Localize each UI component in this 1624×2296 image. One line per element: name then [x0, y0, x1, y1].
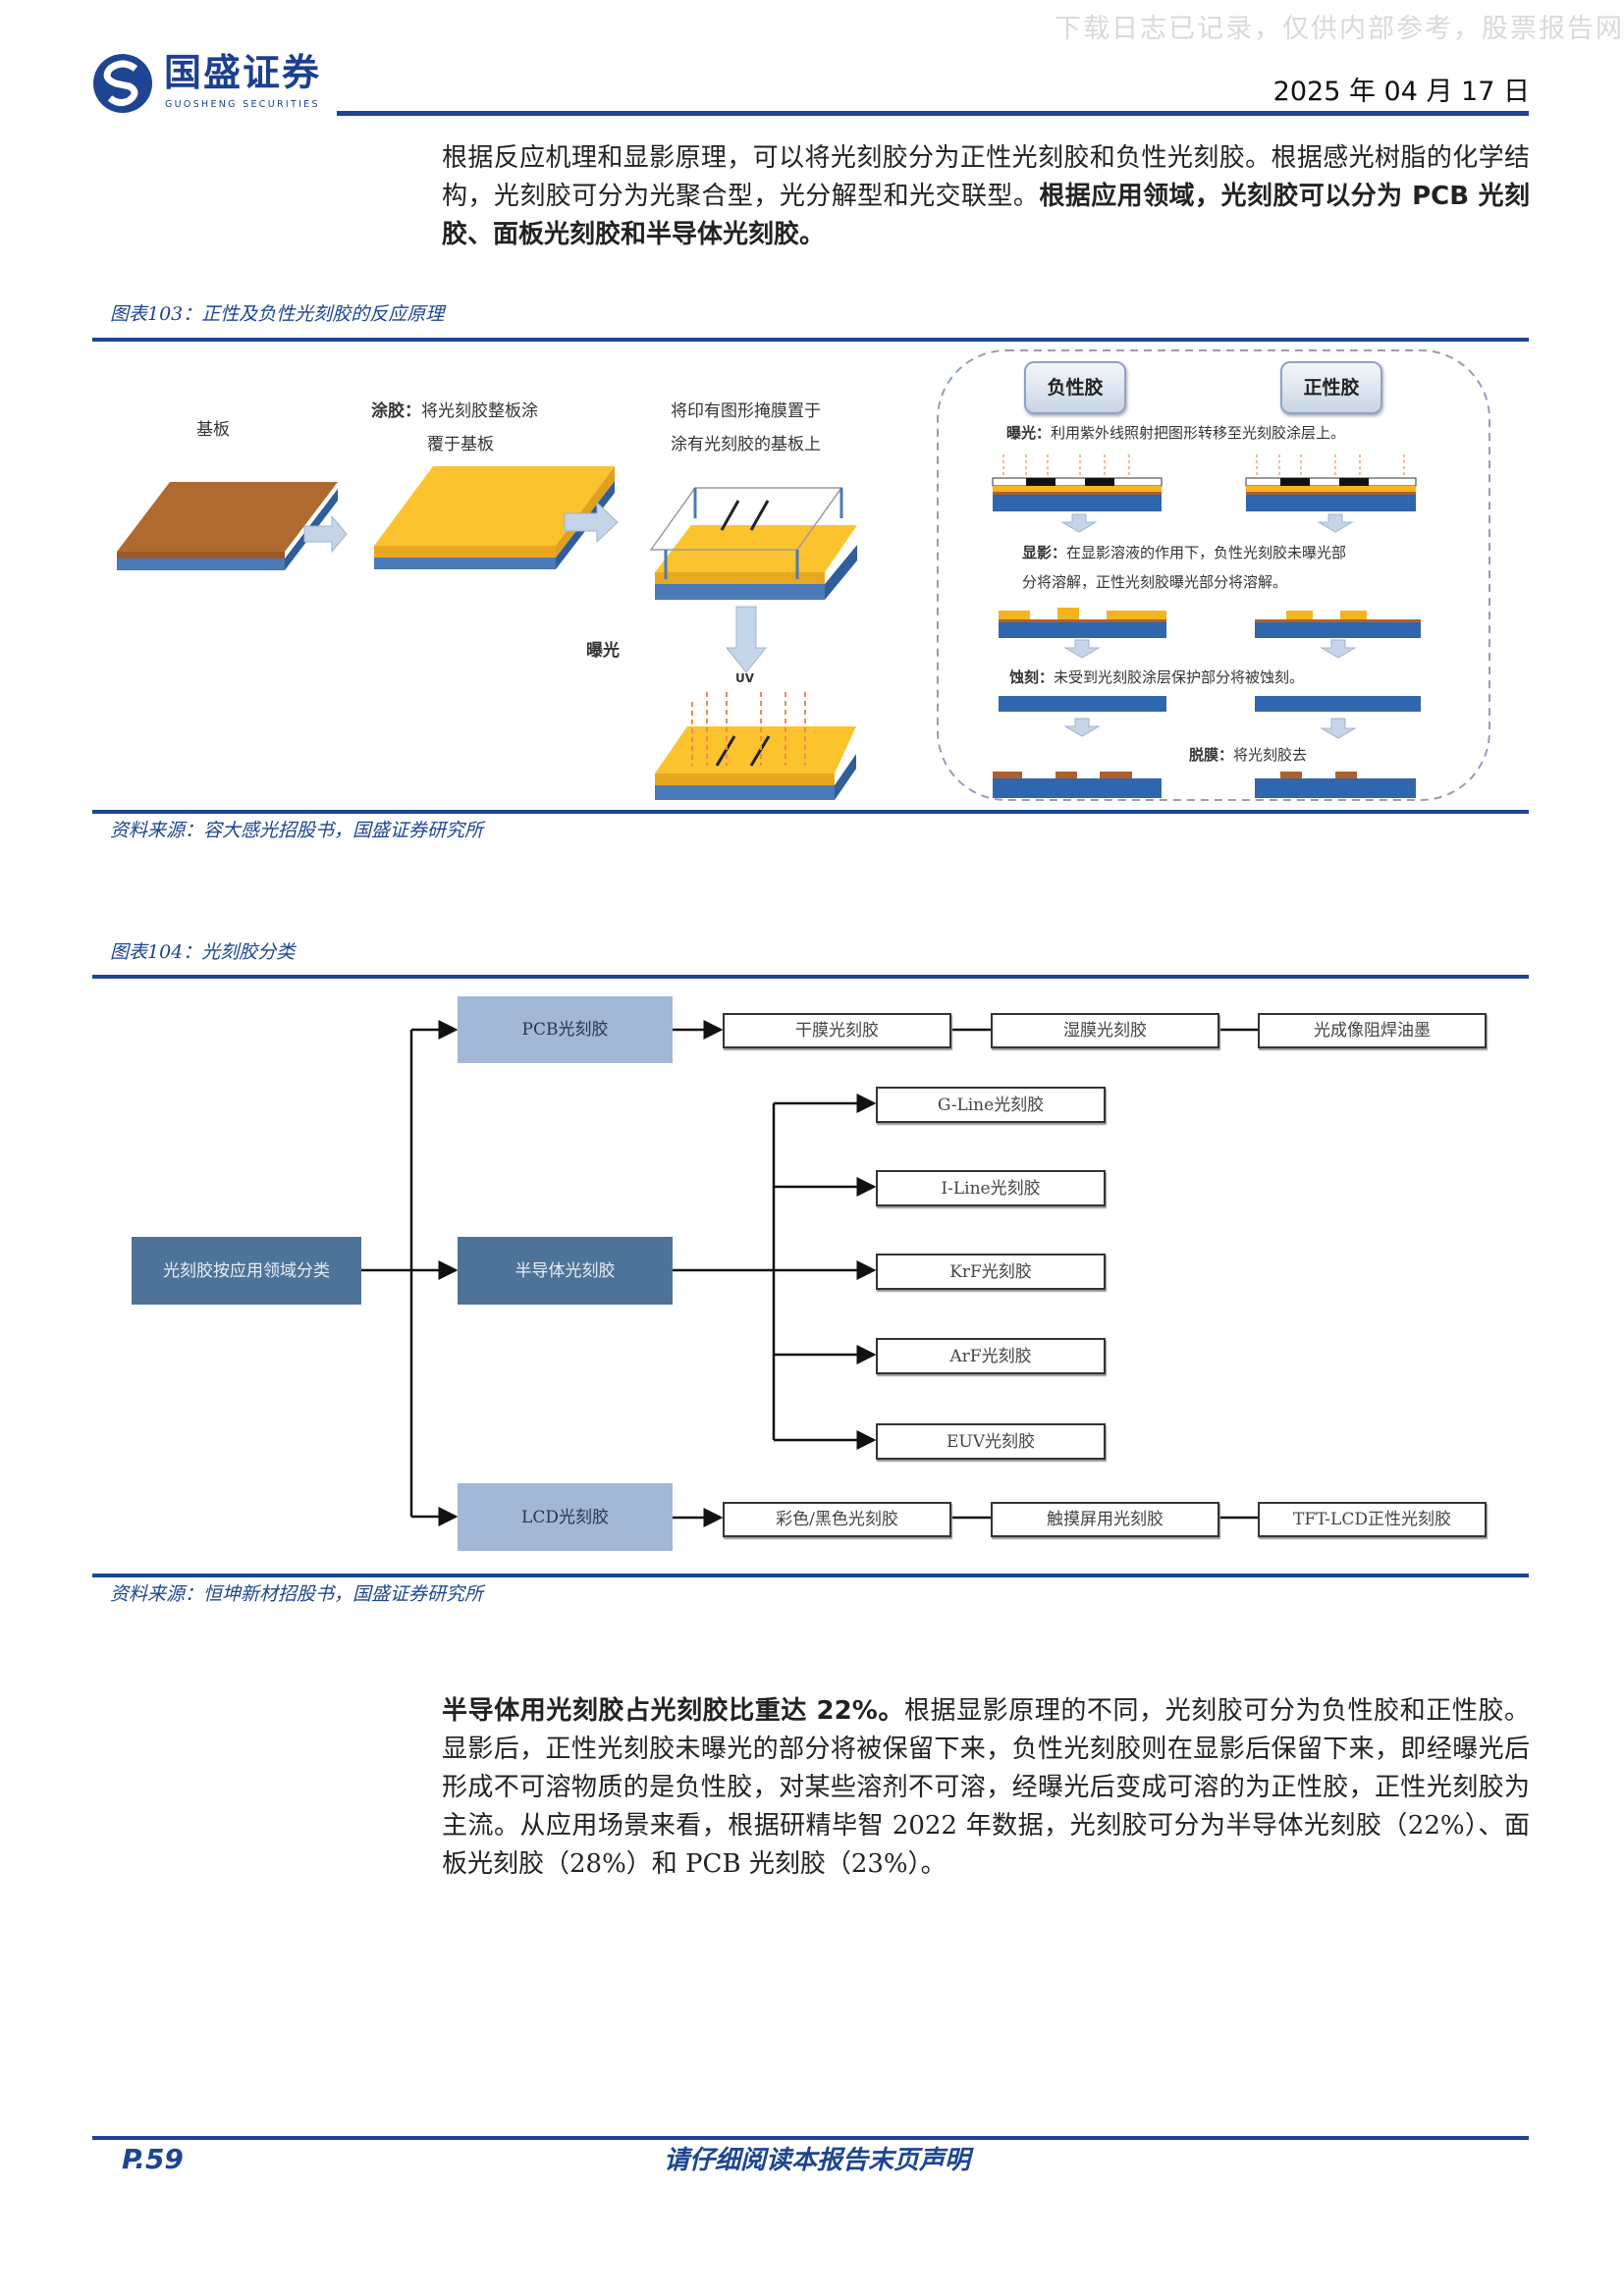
share-text: 根据显影原理的不同，光刻胶可分为负性胶和正性胶。显影后，正性光刻胶未曝光的部分将… [442, 1696, 1530, 1879]
etch-step-bold: 蚀刻： [1009, 668, 1055, 686]
layer-stack-etch [999, 696, 1421, 712]
strip-step: 脱膜：将光刻胶去 [1189, 746, 1307, 765]
coating-text1: 将光刻胶整板涂 [421, 401, 538, 421]
figure104-bottom-rule [92, 1574, 1529, 1577]
exposure-step: 曝光：利用紫外线照射把图形转移至光刻胶涂层上。 [1006, 424, 1345, 443]
lcd-child-box: 触摸屏用光刻胶 [991, 1502, 1219, 1537]
report-date: 2025 年 04 月 17 日 [1272, 77, 1530, 107]
arrow-right-icon [564, 501, 619, 544]
develop-step-bold: 显影： [1022, 544, 1067, 561]
figure104-top-rule [92, 975, 1529, 979]
exposed-board-icon [655, 692, 856, 800]
share-paragraph: 半导体用光刻胶占光刻胶比重达 22%。根据显影原理的不同，光刻胶可分为负性胶和正… [442, 1692, 1530, 1884]
layer-stack-develop [999, 608, 1421, 638]
mask-text1: 将印有图形掩膜置于 [671, 401, 821, 421]
root-category-box: 光刻胶按应用领域分类 [132, 1237, 361, 1305]
etch-step: 蚀刻：未受到光刻胶涂层保护部分将被蚀刻。 [1009, 668, 1304, 687]
exposure-step-bold: 曝光： [1006, 424, 1052, 442]
strip-step-text: 将光刻胶去 [1233, 746, 1308, 764]
exposure-step-text: 利用紫外线照射把图形转移至光刻胶涂层上。 [1051, 424, 1346, 442]
uv-label: UV [735, 671, 755, 685]
figure104-source: 资料来源：恒坤新材招股书，国盛证券研究所 [110, 1583, 484, 1605]
logo-text-en: GUOSHENG SECURITIES [165, 99, 320, 110]
intro-bold: 根据应用领域，光刻胶可以分为 PCB 光刻胶、面板光刻胶和半导体光刻胶。 [442, 182, 1530, 249]
page-number: P.59 [122, 2143, 184, 2175]
pcb-resist-box: PCB光刻胶 [458, 996, 673, 1063]
pcb-child-box: 光成像阻焊油墨 [1258, 1013, 1487, 1048]
etch-step-text: 未受到光刻胶涂层保护部分将被蚀刻。 [1054, 668, 1305, 686]
figure103-bottom-rule [92, 810, 1529, 814]
layer-stack-strip [993, 772, 1416, 798]
figure103-top-rule [92, 338, 1529, 342]
semi-child-box: EUV光刻胶 [876, 1423, 1106, 1460]
process-panel [937, 349, 1490, 801]
intro-text: 根据反应机理和显影原理，可以将光刻胶分为正性光刻胶和负性光刻胶。根据感光树脂的化… [442, 143, 1530, 211]
small-arrow-down-icons [1060, 513, 1357, 739]
mask-board-icon [649, 487, 857, 600]
lcd-child-box: TFT-LCD正性光刻胶 [1258, 1502, 1487, 1537]
layer-stack-exposure [992, 454, 1417, 511]
share-bold: 半导体用光刻胶占光刻胶比重达 22%。 [442, 1696, 904, 1726]
pcb-child-box: 湿膜光刻胶 [991, 1013, 1219, 1048]
strip-step-bold: 脱膜： [1189, 746, 1234, 764]
lcd-resist-box: LCD光刻胶 [458, 1483, 673, 1551]
arrow-down-icon [725, 606, 768, 673]
watermark: 下载日志已记录，仅供内部参考，股票报告网 [1055, 14, 1624, 44]
coating-bold: 涂胶： [371, 401, 421, 421]
coating-label: 涂胶：将光刻胶整板涂 [371, 400, 538, 422]
exposure-label: 曝光 [586, 641, 620, 661]
mask-text2: 涂有光刻胶的基板上 [671, 435, 821, 454]
guosheng-logo-icon [93, 54, 152, 113]
figure103-caption: 图表103：正性及负性光刻胶的反应原理 [110, 303, 445, 325]
coating-text2: 覆于基板 [427, 435, 494, 454]
logo-text-cn: 国盛证券 [164, 51, 322, 94]
semi-child-box: G-Line光刻胶 [876, 1087, 1106, 1123]
semi-child-box: KrF光刻胶 [876, 1254, 1106, 1290]
arrow-right-icon [303, 514, 348, 554]
footer-disclaimer: 请仔细阅读本报告末页声明 [664, 2146, 971, 2175]
header-divider [337, 111, 1529, 116]
positive-resist-label: 正性胶 [1280, 361, 1382, 414]
figure104-caption: 图表104：光刻胶分类 [110, 941, 296, 963]
figure103-source: 资料来源：容大感光招股书，国盛证券研究所 [110, 820, 484, 841]
substrate-label: 基板 [196, 420, 230, 440]
footer-divider [92, 2136, 1529, 2140]
semi-child-box: ArF光刻胶 [876, 1338, 1106, 1374]
develop-step: 显影：在显影溶液的作用下，负性光刻胶未曝光部 [1022, 544, 1346, 562]
intro-paragraph: 根据反应机理和显影原理，可以将光刻胶分为正性光刻胶和负性光刻胶。根据感光树脂的化… [442, 139, 1530, 254]
figure103-illustration [117, 349, 1490, 801]
negative-resist-label: 负性胶 [1024, 361, 1126, 414]
coated-board-icon [374, 466, 615, 569]
classification-connectors [361, 1020, 1258, 1527]
pcb-child-box: 干膜光刻胶 [723, 1013, 951, 1048]
semiconductor-resist-box: 半导体光刻胶 [458, 1237, 673, 1305]
lcd-child-box: 彩色/黑色光刻胶 [723, 1502, 951, 1537]
develop-step-text1: 在显影溶液的作用下，负性光刻胶未曝光部 [1066, 544, 1347, 561]
semi-child-box: I-Line光刻胶 [876, 1170, 1106, 1206]
develop-step-text2: 分将溶解，正性光刻胶曝光部分将溶解。 [1022, 573, 1288, 591]
